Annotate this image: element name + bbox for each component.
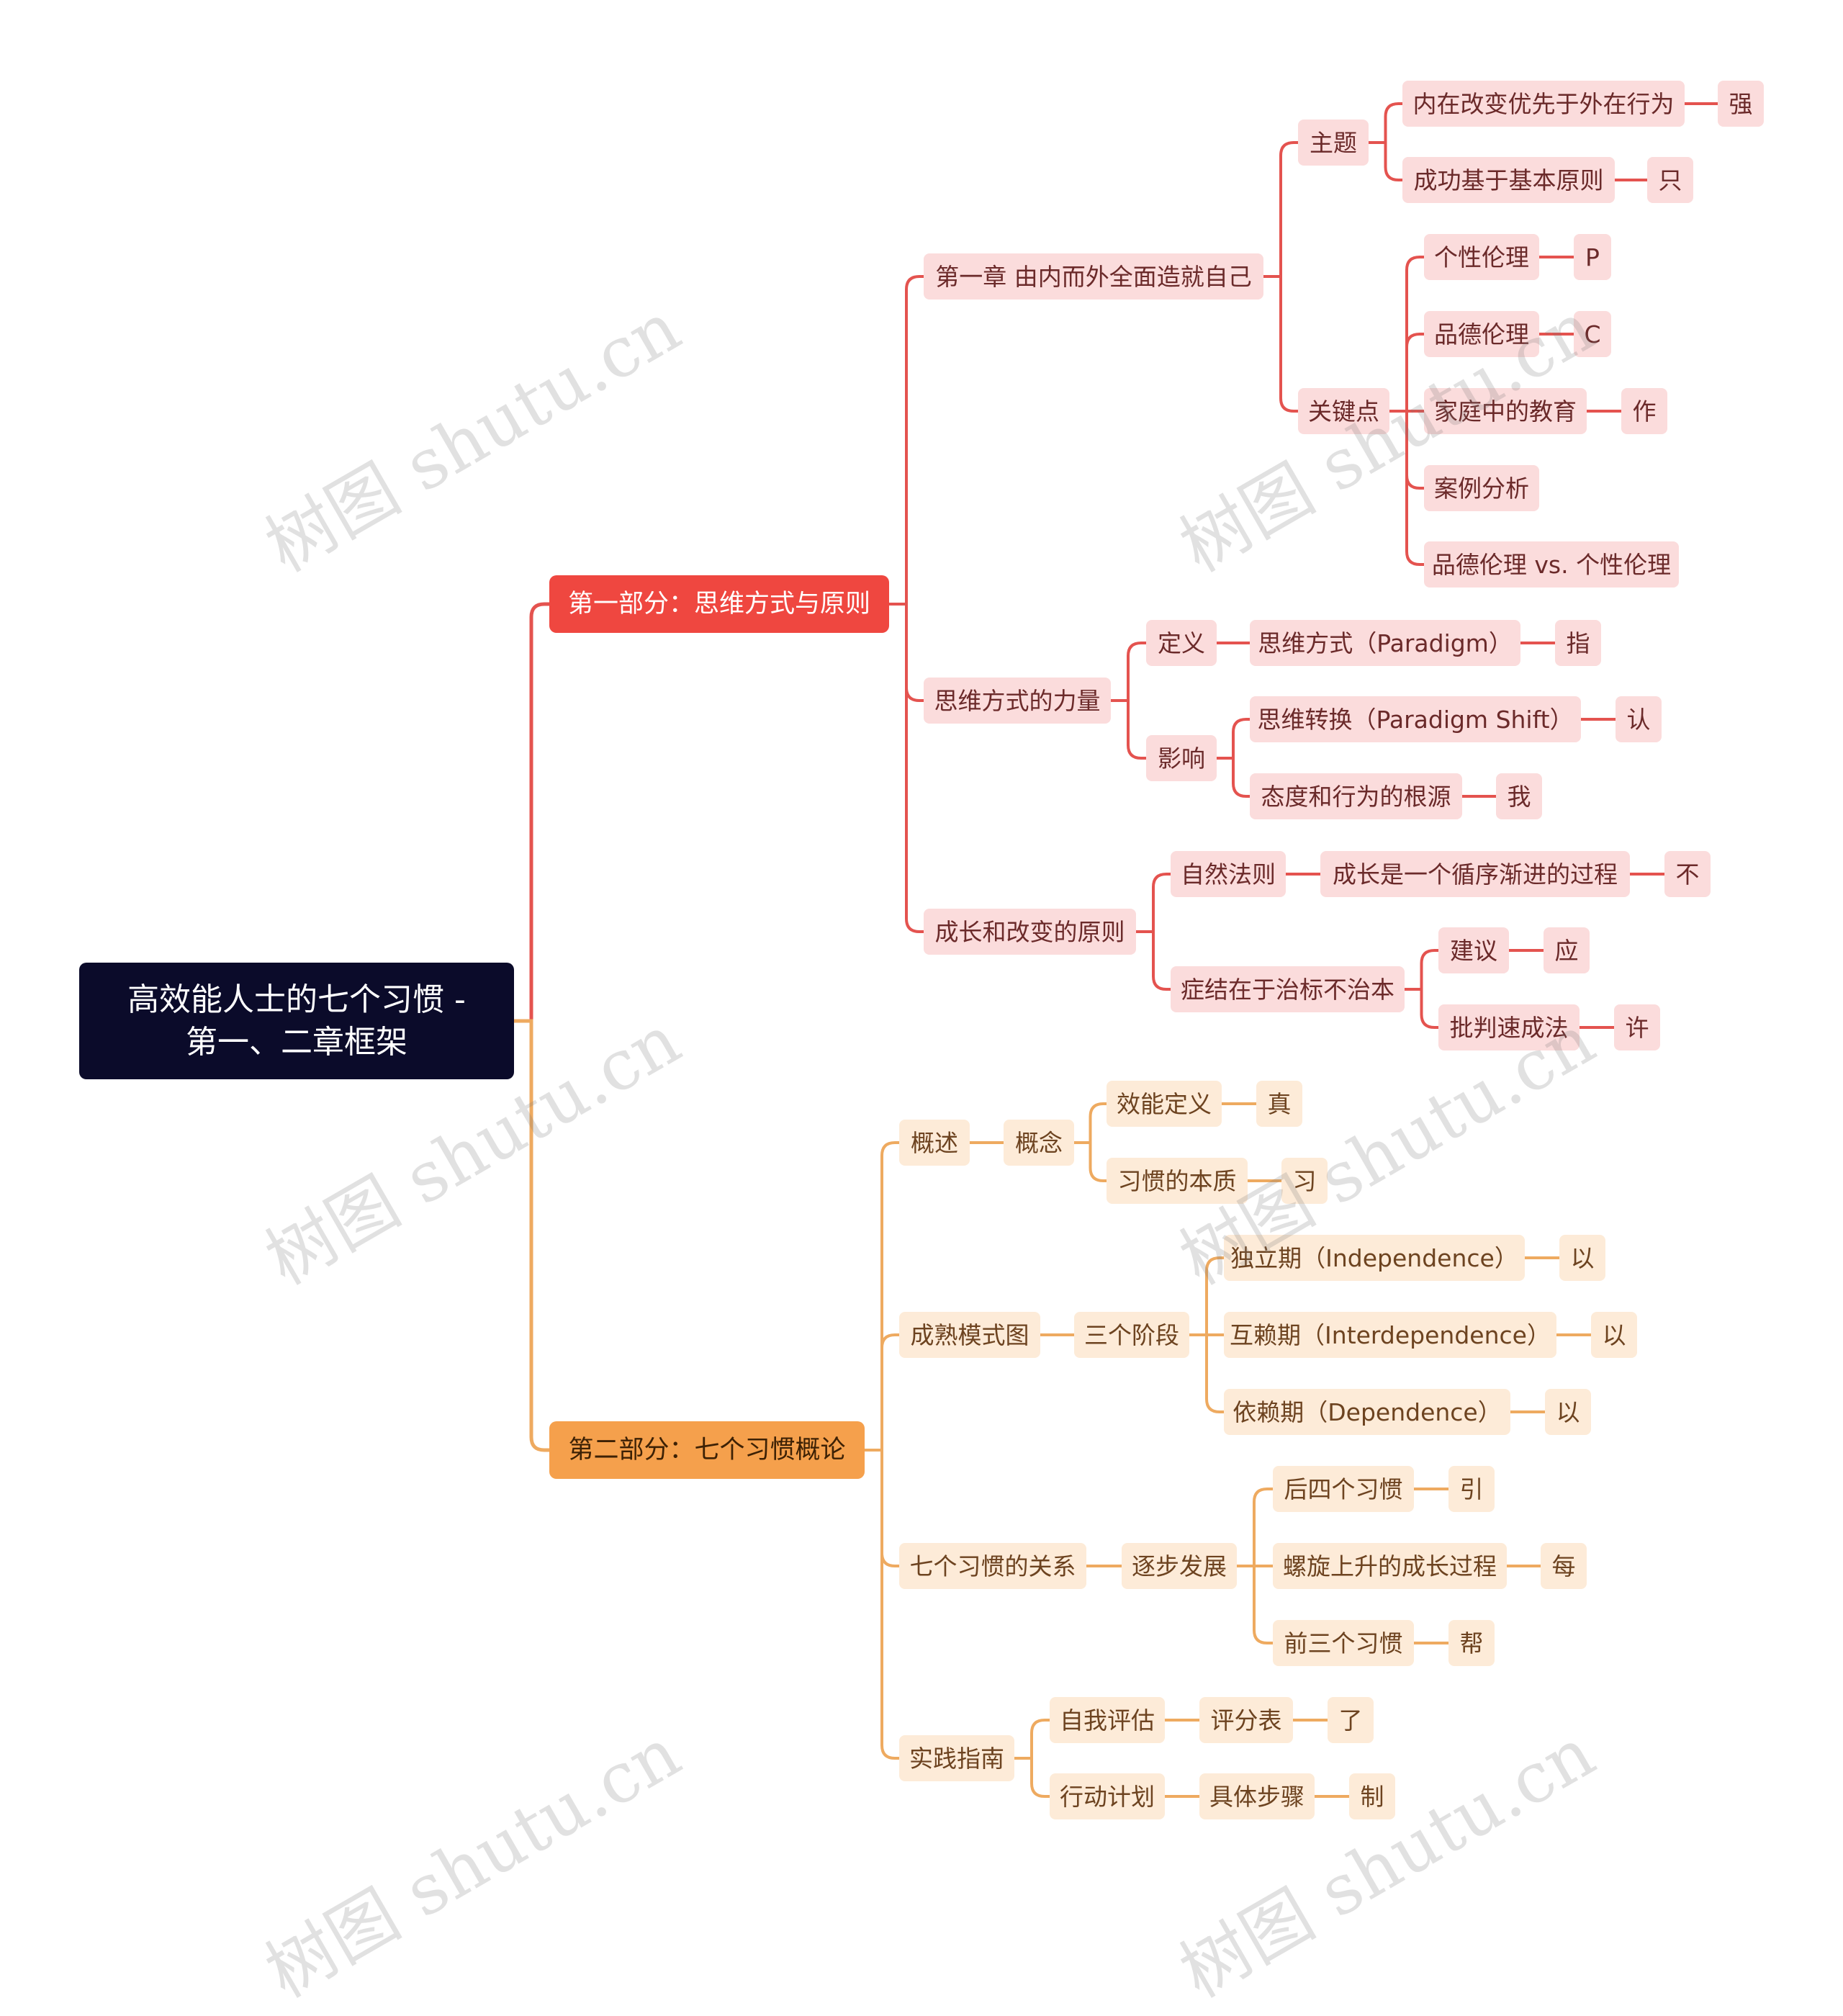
connector-keys-node-to-key5-node [1388,410,1425,566]
sym-a-tail[interactable]: 应 [1544,927,1590,973]
rel-a-node[interactable]: 后四个习惯 [1273,1466,1414,1512]
theme-a-node[interactable]: 内在改变优先于外在行为 [1402,81,1685,127]
key3-node[interactable]: 家庭中的教育 [1424,388,1587,434]
connector-part2-node-to-practice-node [863,1449,901,1760]
connector-stages-node-to-mat-a-node [1188,1256,1225,1336]
stages-node[interactable]: 三个阶段 [1074,1312,1189,1358]
connector-part1-node-to-ch1-node [888,275,925,606]
def-node[interactable]: 定义 [1146,620,1217,666]
plan-a-tail[interactable]: 制 [1349,1773,1395,1819]
nat-node[interactable]: 自然法则 [1171,851,1286,897]
root-title-line1: 高效能人士的七个习惯 - [127,981,466,1018]
connector-root-node-to-part1-node [512,602,551,1023]
concept-node[interactable]: 概念 [1004,1120,1074,1166]
connector-practice-node-to-plan-node [1013,1757,1051,1798]
connector-part1-node-to-growth-node [888,603,925,933]
connector-keys-node-to-key1-node [1388,256,1425,413]
connector-impact-node-to-imp-b-node [1215,757,1251,798]
part2-node[interactable]: 第二部分：七个习惯概论 [549,1421,865,1479]
nat-a-node[interactable]: 成长是一个循序渐进的过程 [1320,851,1630,897]
theme-b-node[interactable]: 成功基于基本原则 [1402,157,1615,203]
connector-power-node-to-def-node [1109,642,1148,702]
connector-lines [512,102,1719,1798]
rel-a-tail[interactable]: 引 [1448,1466,1495,1512]
connector-dev-node-to-rel-a-node [1235,1488,1274,1567]
key2-node[interactable]: 品德伦理 [1424,311,1539,357]
connector-ch1-node-to-keys-node [1262,275,1299,413]
ov-a-tail[interactable]: 真 [1256,1081,1302,1127]
connector-sym-node-to-sym-b-node [1403,988,1440,1029]
imp-b-node[interactable]: 态度和行为的根源 [1250,773,1462,819]
connector-ch1-node-to-theme-node [1262,141,1299,278]
ov-b-node[interactable]: 习惯的本质 [1107,1158,1248,1204]
connector-sym-node-to-sym-a-node [1403,949,1440,991]
sym-a-node[interactable]: 建议 [1438,927,1509,973]
plan-a-node[interactable]: 具体步骤 [1199,1773,1315,1819]
rel-c-tail[interactable]: 帮 [1448,1620,1495,1666]
key3-tail[interactable]: 作 [1621,388,1667,434]
practice-node[interactable]: 实践指南 [899,1735,1014,1781]
sym-b-node[interactable]: 批判速成法 [1438,1004,1580,1050]
ov-b-tail[interactable]: 习 [1281,1158,1328,1204]
overview-node[interactable]: 概述 [899,1120,970,1166]
key1-node[interactable]: 个性伦理 [1424,234,1539,280]
key5-node[interactable]: 品德伦理 vs. 个性伦理 [1424,541,1679,588]
def-a-tail[interactable]: 指 [1555,620,1601,666]
self-a-node[interactable]: 评分表 [1199,1697,1293,1743]
mat-b-tail[interactable]: 以 [1591,1312,1637,1358]
rel-c-node[interactable]: 前三个习惯 [1273,1620,1414,1666]
connector-practice-node-to-self-node [1013,1719,1051,1760]
sym-b-tail[interactable]: 许 [1614,1004,1660,1050]
power-node[interactable]: 思维方式的力量 [924,678,1111,724]
theme-node[interactable]: 主题 [1298,120,1369,166]
root-title-line2: 第一、二章框架 [186,1024,407,1061]
plan-node[interactable]: 行动计划 [1050,1773,1165,1819]
mat-a-node[interactable]: 独立期（Independence） [1224,1235,1525,1281]
mat-c-node[interactable]: 依赖期（Dependence） [1224,1389,1510,1435]
connector-impact-node-to-imp-a-node [1215,718,1251,760]
theme-b-tail[interactable]: 只 [1647,157,1693,203]
self-node[interactable]: 自我评估 [1050,1697,1165,1743]
ch1-node[interactable]: 第一章 由内而外全面造就自己 [924,253,1263,300]
connector-concept-node-to-ov-a-node [1073,1102,1108,1144]
imp-a-tail[interactable]: 认 [1616,696,1662,742]
imp-b-tail[interactable]: 我 [1496,773,1542,819]
connector-dev-node-to-rel-c-node [1235,1565,1274,1644]
mat-a-tail[interactable]: 以 [1559,1235,1605,1281]
connector-power-node-to-impact-node [1109,699,1148,760]
self-a-tail[interactable]: 了 [1328,1697,1374,1743]
connector-part2-node-to-overview-node [863,1141,901,1452]
mind-map: 高效能人士的七个习惯 - 第一、二章框架 第一部分：思维方式与原则 第一章 由内而外全… [79,81,1764,1819]
connector-theme-node-to-theme-a-node [1367,102,1404,144]
impact-node[interactable]: 影响 [1146,735,1217,781]
part1-node[interactable]: 第一部分：思维方式与原则 [549,575,889,633]
rel-b-node[interactable]: 螺旋上升的成长过程 [1273,1543,1507,1589]
maturity-node[interactable]: 成熟模式图 [899,1312,1040,1358]
connector-growth-node-to-nat-node [1135,873,1172,933]
def-a-node[interactable]: 思维方式（Paradigm） [1250,620,1520,666]
mat-b-node[interactable]: 互赖期（Interdependence） [1224,1312,1556,1358]
relation-node[interactable]: 七个习惯的关系 [899,1543,1086,1589]
growth-node[interactable]: 成长和改变的原则 [924,909,1136,955]
theme-a-tail[interactable]: 强 [1718,81,1764,127]
key4-node[interactable]: 案例分析 [1424,465,1539,511]
ov-a-node[interactable]: 效能定义 [1107,1081,1222,1127]
dev-node[interactable]: 逐步发展 [1122,1543,1237,1589]
key2-tail[interactable]: C [1574,311,1611,357]
connector-part2-node-to-maturity-node [863,1333,901,1452]
rel-b-tail[interactable]: 每 [1541,1543,1587,1589]
connector-theme-node-to-theme-b-node [1367,141,1404,181]
mat-c-tail[interactable]: 以 [1545,1389,1591,1435]
connector-growth-node-to-sym-node [1135,930,1172,991]
connector-keys-node-to-key2-node [1388,333,1425,413]
connector-concept-node-to-ov-b-node [1073,1141,1108,1182]
root-node[interactable]: 高效能人士的七个习惯 - 第一、二章框架 [79,963,514,1079]
keys-node[interactable]: 关键点 [1298,388,1389,434]
imp-a-node[interactable]: 思维转换（Paradigm Shift） [1250,696,1581,742]
connector-stages-node-to-mat-c-node [1188,1333,1225,1413]
key1-tail[interactable]: P [1574,234,1611,280]
connector-root-node-to-part2-node [512,1019,551,1452]
nat-a-tail[interactable]: 不 [1664,851,1711,897]
sym-node[interactable]: 症结在于治标不治本 [1171,966,1405,1012]
